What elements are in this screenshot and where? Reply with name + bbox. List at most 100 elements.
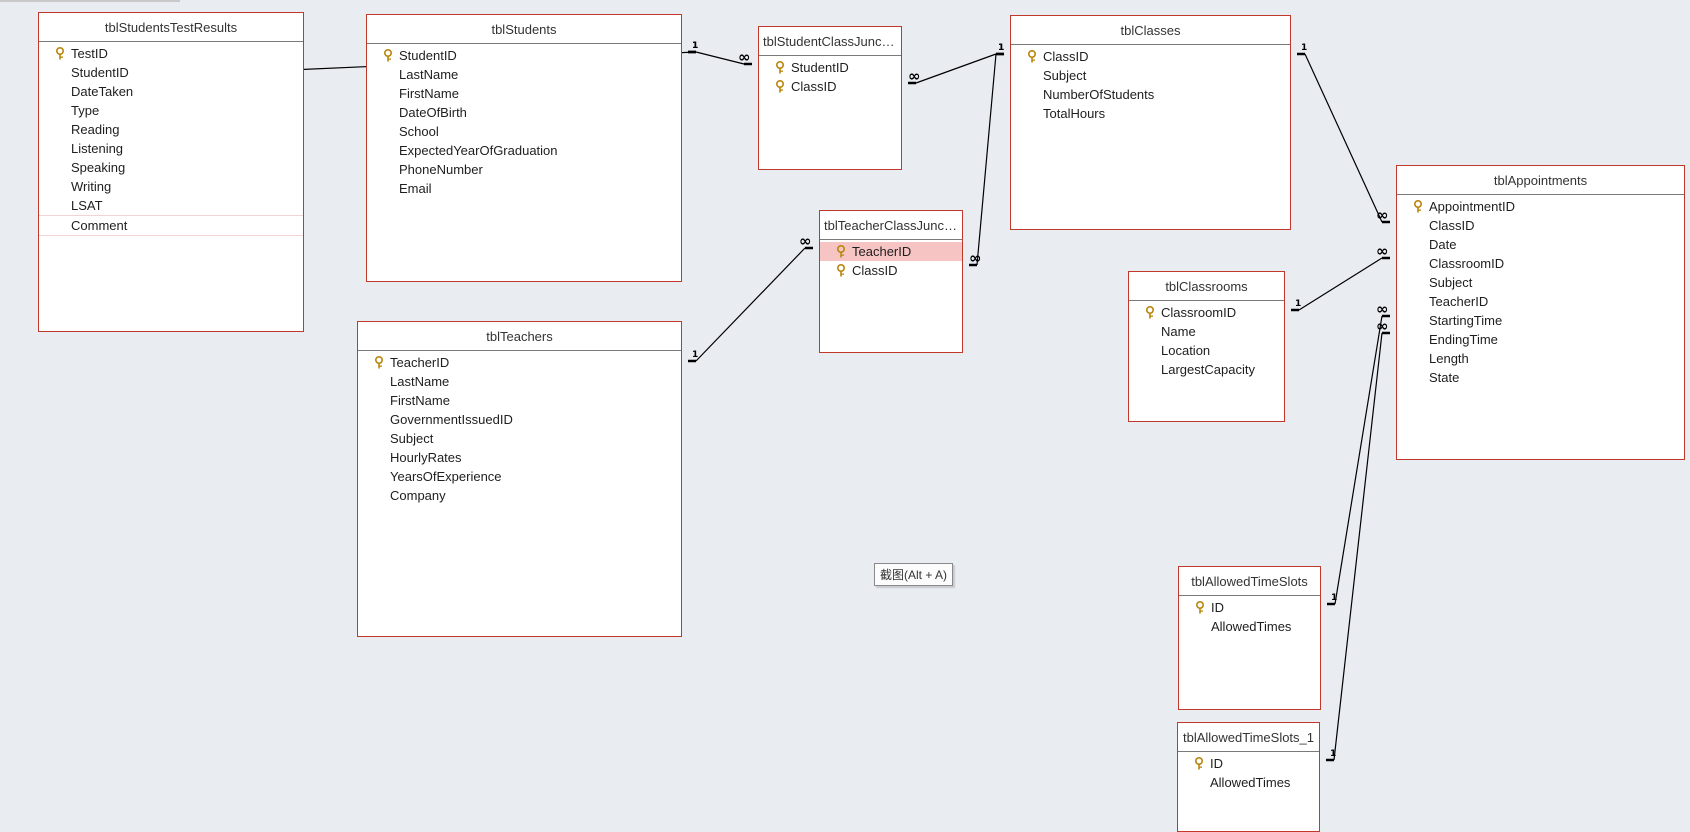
field-name: ID — [1211, 600, 1224, 615]
field-list: TeacherID ClassID — [820, 240, 962, 280]
cardinality-one-label: 1 — [1331, 593, 1337, 603]
table-teacherclass[interactable]: tblTeacherClassJuncti... TeacherID ClassID — [819, 210, 963, 353]
field-name: TestID — [71, 46, 108, 61]
field-name: DateOfBirth — [399, 105, 467, 120]
field-row[interactable]: Comment — [39, 215, 303, 236]
field-row[interactable]: StudentID — [759, 58, 901, 77]
table-title[interactable]: tblAllowedTimeSlots_1 — [1178, 723, 1319, 752]
table-title[interactable]: tblTeachers — [358, 322, 681, 351]
field-row[interactable]: ClassID — [759, 77, 901, 96]
field-row[interactable]: ID — [1178, 754, 1319, 773]
field-row[interactable]: Company — [358, 486, 681, 505]
cardinality-one-label: 1 — [998, 43, 1004, 53]
field-row[interactable]: LastName — [358, 372, 681, 391]
primary-key-icon — [1195, 600, 1205, 614]
table-title[interactable]: tblClasses — [1011, 16, 1290, 45]
field-name: ClassroomID — [1429, 256, 1505, 271]
field-row[interactable]: FirstName — [358, 391, 681, 410]
field-row[interactable]: Email — [367, 179, 681, 198]
field-row[interactable]: ExpectedYearOfGraduation — [367, 141, 681, 160]
field-row[interactable]: Date — [1397, 235, 1684, 254]
field-row[interactable]: ClassID — [1011, 47, 1290, 66]
field-row[interactable]: StudentID — [367, 46, 681, 65]
table-title[interactable]: tblAllowedTimeSlots — [1179, 567, 1320, 596]
field-row[interactable]: Subject — [358, 429, 681, 448]
table-title[interactable]: tblAppointments — [1397, 166, 1684, 195]
field-name: Reading — [71, 122, 120, 137]
field-name: Speaking — [71, 160, 126, 175]
relationship-line — [695, 51, 745, 65]
field-name: StartingTime — [1429, 313, 1503, 328]
primary-key-icon — [1145, 305, 1155, 319]
field-name: StudentID — [791, 60, 849, 75]
field-row[interactable]: HourlyRates — [358, 448, 681, 467]
field-row[interactable]: YearsOfExperience — [358, 467, 681, 486]
field-row[interactable]: Subject — [1011, 66, 1290, 85]
table-title[interactable]: tblTeacherClassJuncti... — [820, 211, 962, 240]
field-row[interactable]: Subject — [1397, 273, 1684, 292]
field-row[interactable]: Length — [1397, 349, 1684, 368]
field-row[interactable]: TestID — [39, 44, 303, 63]
field-name: Listening — [71, 141, 124, 156]
field-row[interactable]: ClassID — [820, 261, 962, 280]
relationship-line — [1333, 332, 1383, 761]
field-row[interactable]: StartingTime — [1397, 311, 1684, 330]
field-row[interactable]: FirstName — [367, 84, 681, 103]
field-row[interactable]: ClassroomID — [1129, 303, 1284, 322]
field-name: Name — [1161, 324, 1196, 339]
table-title[interactable]: tblStudentsTestResults — [39, 13, 303, 42]
relationship-line — [1298, 257, 1383, 311]
field-row[interactable]: AllowedTimes — [1179, 617, 1320, 636]
field-row[interactable]: TeacherID — [358, 353, 681, 372]
field-row[interactable]: TeacherID — [820, 242, 962, 261]
table-title[interactable]: tblStudents — [367, 15, 681, 44]
table-title[interactable]: tblClassrooms — [1129, 272, 1284, 301]
field-row[interactable]: NumberOfStudents — [1011, 85, 1290, 104]
field-row[interactable]: LSAT — [39, 196, 303, 215]
field-row[interactable]: EndingTime — [1397, 330, 1684, 349]
field-row[interactable]: GovernmentIssuedID — [358, 410, 681, 429]
field-name: State — [1429, 370, 1460, 385]
primary-key-icon — [374, 355, 384, 369]
field-row[interactable]: Name — [1129, 322, 1284, 341]
field-row[interactable]: School — [367, 122, 681, 141]
table-title[interactable]: tblStudentClassJuncti... — [759, 27, 901, 56]
cardinality-many-label: ∞ — [1376, 317, 1389, 335]
field-row[interactable]: LastName — [367, 65, 681, 84]
field-row[interactable]: DateOfBirth — [367, 103, 681, 122]
field-row[interactable]: AllowedTimes — [1178, 773, 1319, 792]
field-row[interactable]: StudentID — [39, 63, 303, 82]
field-row[interactable]: Type — [39, 101, 303, 120]
field-name: ClassID — [852, 263, 898, 278]
field-name: Subject — [1043, 68, 1087, 83]
field-row[interactable]: ID — [1179, 598, 1320, 617]
field-row[interactable]: AppointmentID — [1397, 197, 1684, 216]
field-row[interactable]: Writing — [39, 177, 303, 196]
field-row[interactable]: Speaking — [39, 158, 303, 177]
field-row[interactable]: ClassroomID — [1397, 254, 1684, 273]
field-name: Location — [1161, 343, 1211, 358]
cardinality-one-label: 1 — [1301, 43, 1307, 53]
field-row[interactable]: ClassID — [1397, 216, 1684, 235]
field-row[interactable]: LargestCapacity — [1129, 360, 1284, 379]
field-row[interactable]: Reading — [39, 120, 303, 139]
field-row[interactable]: PhoneNumber — [367, 160, 681, 179]
primary-key-icon — [1413, 199, 1423, 213]
field-row[interactable]: DateTaken — [39, 82, 303, 101]
field-row[interactable]: TotalHours — [1011, 104, 1290, 123]
field-row[interactable]: State — [1397, 368, 1684, 387]
table-studentclass[interactable]: tblStudentClassJuncti... StudentID ClassID — [758, 26, 902, 170]
field-row[interactable]: Location — [1129, 341, 1284, 360]
field-row[interactable]: TeacherID — [1397, 292, 1684, 311]
field-row[interactable]: Listening — [39, 139, 303, 158]
